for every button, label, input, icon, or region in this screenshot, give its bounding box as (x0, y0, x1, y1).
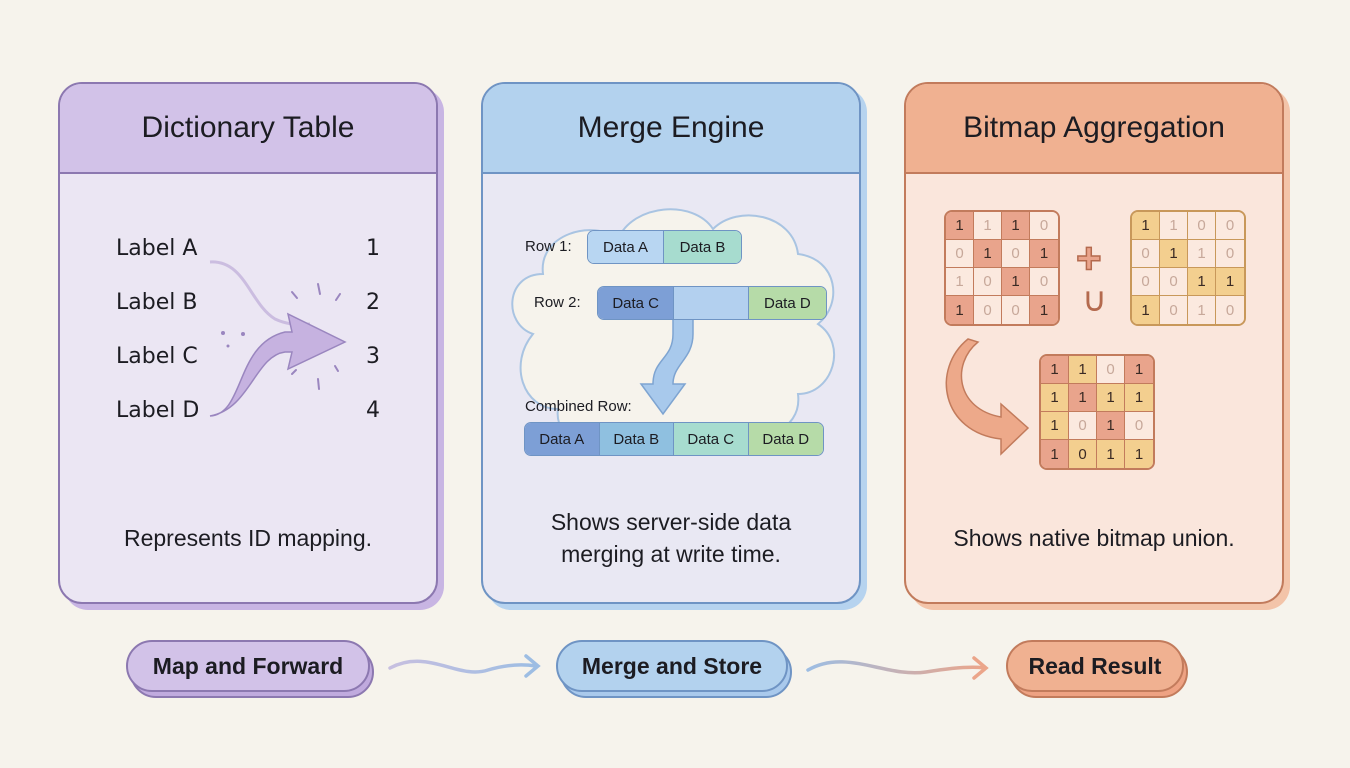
row2-cell: Data C (598, 287, 675, 319)
bitmap-cell: 1 (1125, 384, 1153, 412)
bitmap-cell: 0 (1188, 212, 1216, 240)
row1-cell: Data B (664, 231, 741, 263)
bitmap-cell: 0 (1132, 268, 1160, 296)
bitmap-cell: 1 (1097, 412, 1125, 440)
row2-cell: Data D (748, 287, 826, 319)
dictionary-table-panel: Dictionary Table Label A Label B Label C… (58, 82, 438, 604)
flow-arrow-icon (388, 654, 541, 678)
bitmap-cell: 1 (946, 268, 974, 296)
row1-segments: Data A Data B (587, 230, 742, 264)
label-b: Label B (116, 290, 198, 315)
panel-title: Merge Engine (483, 84, 859, 174)
bitmap-cell: 1 (1041, 384, 1069, 412)
combined-row-segments: Data A Data B Data C Data D (524, 422, 824, 456)
row2-segments: Data C Data D (597, 286, 827, 320)
bitmap-cell: 1 (1030, 296, 1058, 324)
bitmap-cell: 0 (974, 296, 1002, 324)
combined-cell: Data C (674, 423, 749, 455)
plus-icon: + (1075, 233, 1102, 284)
id-1: 1 (366, 236, 380, 261)
flow-step-read-result[interactable]: Read Result (1006, 640, 1188, 698)
merge-engine-panel: Merge Engine Row 1: Data A Data B Row 2:… (481, 82, 861, 604)
bitmap-cell: 1 (1188, 240, 1216, 268)
bitmap-cell: 0 (974, 268, 1002, 296)
bitmap-cell: 0 (1030, 212, 1058, 240)
bitmap-cell: 0 (1002, 240, 1030, 268)
panel-title: Dictionary Table (60, 84, 436, 174)
id-3: 3 (366, 344, 380, 369)
bitmap-cell: 1 (1160, 212, 1188, 240)
bitmap-cell: 1 (974, 240, 1002, 268)
bitmap-cell: 0 (1002, 296, 1030, 324)
id-2: 2 (366, 290, 380, 315)
pill-label: Map and Forward (126, 640, 370, 692)
bitmap-cell: 0 (1216, 296, 1244, 324)
result-arrow-icon (945, 338, 1030, 456)
bitmap-cell: 0 (1160, 268, 1188, 296)
bitmap-cell: 1 (1125, 356, 1153, 384)
caption-line: merging at write time. (561, 541, 781, 567)
bitmap-cell: 0 (1216, 212, 1244, 240)
bitmap-cell: 1 (1030, 240, 1058, 268)
bitmap-cell: 0 (1132, 240, 1160, 268)
panel-title: Bitmap Aggregation (906, 84, 1282, 174)
pill-label: Merge and Store (556, 640, 788, 692)
bitmap-cell: 0 (1125, 412, 1153, 440)
bitmap-cell: 1 (1041, 412, 1069, 440)
row2-cell-empty (674, 287, 749, 319)
id-4: 4 (366, 398, 380, 423)
panel-caption: Shows native bitmap union. (953, 525, 1235, 551)
bitmap-cell: 1 (1188, 296, 1216, 324)
panel-caption: Shows server-side data merging at write … (483, 506, 859, 570)
bitmap-cell: 1 (1069, 356, 1097, 384)
bitmap-cell: 0 (946, 240, 974, 268)
bitmap-cell: 1 (946, 212, 974, 240)
flow-step-merge-and-store[interactable]: Merge and Store (556, 640, 792, 698)
label-d: Label D (116, 398, 200, 423)
bitmap-cell: 1 (1160, 240, 1188, 268)
bitmap-cell: 0 (1030, 268, 1058, 296)
bitmap-cell: 0 (1069, 412, 1097, 440)
bitmap-cell: 1 (1132, 296, 1160, 324)
combined-cell: Data A (525, 423, 600, 455)
label-a: Label A (116, 236, 198, 261)
flow-step-map-and-forward[interactable]: Map and Forward (126, 640, 374, 698)
combined-cell: Data D (748, 423, 823, 455)
bitmap-cell: 1 (1216, 268, 1244, 296)
combined-row-label: Combined Row: (525, 398, 632, 415)
bitmap-cell: 1 (1041, 356, 1069, 384)
bitmap-cell: 1 (1069, 384, 1097, 412)
bitmap-cell: 1 (1097, 384, 1125, 412)
bitmap-cell: 0 (1160, 296, 1188, 324)
mapping-arrow-icon (209, 260, 347, 417)
panel-caption: Represents ID mapping. (123, 525, 372, 551)
bitmap-cell: 0 (1097, 356, 1125, 384)
union-icon: ∪ (1082, 281, 1107, 319)
row1-cell: Data A (588, 231, 665, 263)
bitmap-cell: 1 (1002, 212, 1030, 240)
combined-cell: Data B (599, 423, 674, 455)
row2-label: Row 2: (534, 294, 581, 311)
bitmap-cell: 0 (1069, 440, 1097, 468)
bitmap-cell: 1 (1188, 268, 1216, 296)
flow-arrow-icon (806, 656, 989, 680)
bitmap-cell: 1 (974, 212, 1002, 240)
bitmap-cell: 0 (1216, 240, 1244, 268)
bitmap-cell: 1 (946, 296, 974, 324)
bitmap-cell: 1 (1097, 440, 1125, 468)
bitmap-cell: 1 (1002, 268, 1030, 296)
bitmap-cell: 1 (1125, 440, 1153, 468)
row1-label: Row 1: (525, 238, 572, 255)
label-c: Label C (116, 344, 198, 369)
bitmap-cell: 1 (1041, 440, 1069, 468)
pill-label: Read Result (1006, 640, 1184, 692)
caption-line: Shows server-side data (550, 509, 792, 535)
bitmap-cell: 1 (1132, 212, 1160, 240)
